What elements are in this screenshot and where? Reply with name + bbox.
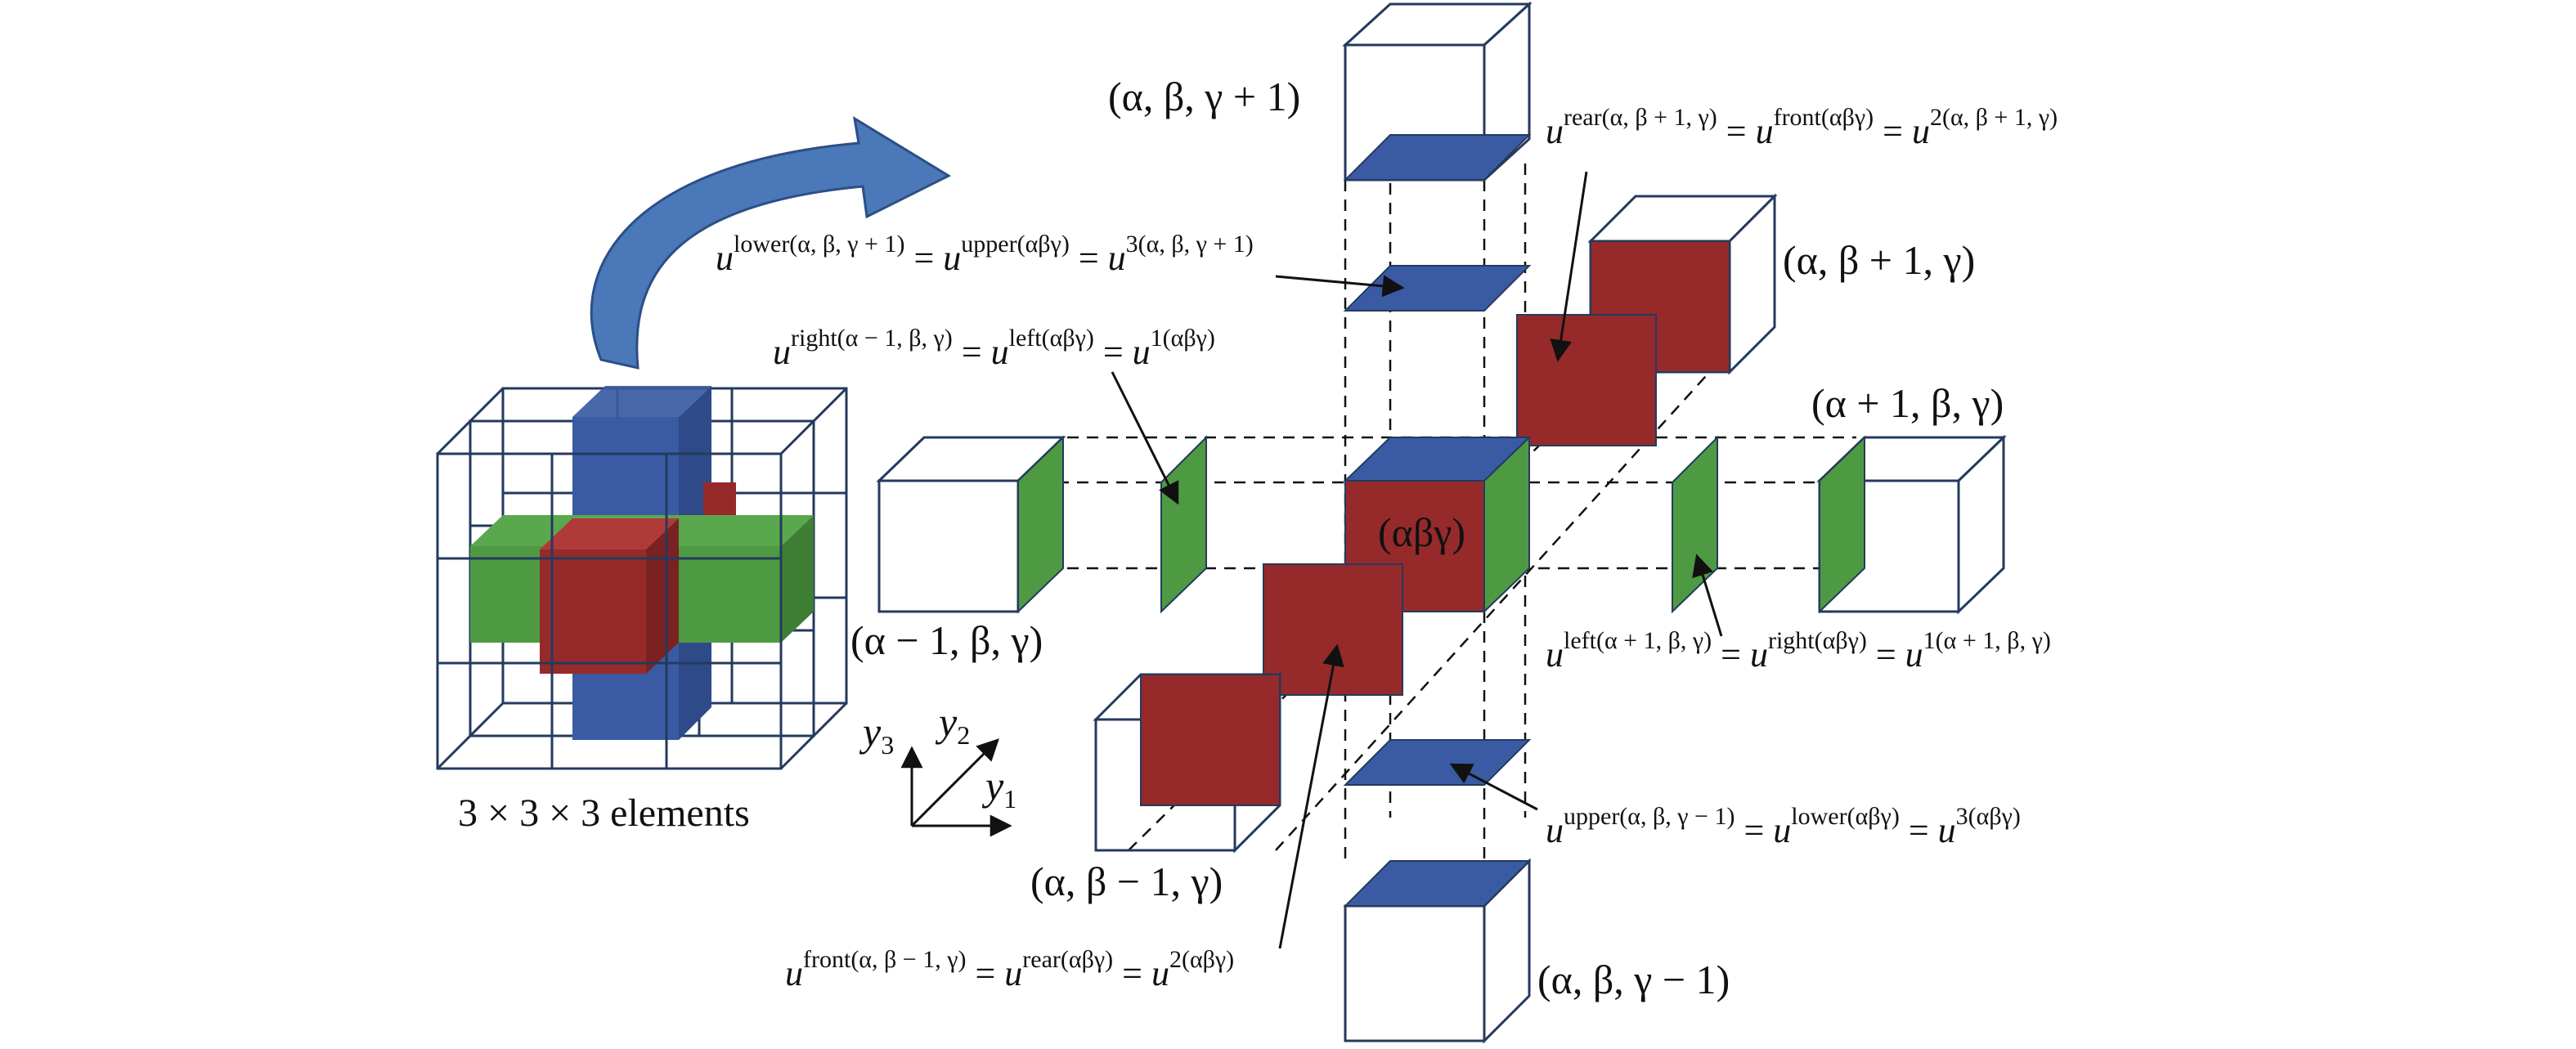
equation-front: ufront(α, β − 1, γ) = urear(αβγ) = u2(αβ…	[785, 946, 1234, 993]
label-front-element: (α, β − 1, γ)	[1030, 858, 1223, 904]
red-center-top	[540, 518, 679, 549]
label-right-element: (α + 1, β, γ)	[1811, 380, 2004, 426]
left-face-left-mid	[1160, 435, 1207, 614]
curved-arrow-icon	[590, 116, 952, 370]
equation-right: uleft(α + 1, β, γ) = uright(αβγ) = u1(α …	[1546, 627, 2051, 675]
lattice-front-grid	[436, 387, 848, 770]
lattice-caption: 3 × 3 × 3 elements	[458, 791, 750, 835]
pointer-arrows	[1111, 171, 1723, 949]
axis-y3-label: y3	[859, 709, 894, 760]
rear-face-front-mid	[1263, 563, 1403, 696]
left-face-right-mid	[1672, 435, 1718, 614]
lower-face-mid	[1343, 739, 1532, 786]
front-face-front	[1140, 674, 1281, 806]
lower-face-bottom	[1343, 860, 1532, 907]
label-bottom-element: (α, β, γ − 1)	[1537, 957, 1730, 1002]
axes-triad	[900, 738, 1012, 837]
front-face-rear-mid	[1516, 314, 1657, 446]
upper-face-mid	[1343, 265, 1532, 312]
upper-face-top	[1343, 134, 1532, 181]
label-left-element: (α − 1, β, γ)	[850, 617, 1043, 663]
center-label: (αβγ)	[1378, 509, 1465, 555]
equation-left: uright(α − 1, β, γ) = uleft(αβγ) = u1(αβ…	[773, 325, 1215, 372]
red-center-cube	[540, 549, 646, 674]
axis-y1-label: y1	[981, 763, 1016, 814]
label-top-element: (α, β, γ + 1)	[1108, 74, 1300, 119]
label-rear-element: (α, β + 1, γ)	[1783, 237, 1975, 283]
axis-y2-label: y2	[935, 699, 970, 750]
equation-upper: ulower(α, β, γ + 1) = uupper(αβγ) = u3(α…	[716, 231, 1254, 278]
lattice-colored-cross	[470, 386, 814, 740]
right-face-left	[1017, 435, 1064, 614]
equation-lower: uupper(α, β, γ − 1) = ulower(αβγ) = u3(α…	[1546, 803, 2021, 850]
element-left	[876, 436, 1066, 613]
green-beam-side	[781, 515, 814, 643]
element-bottom	[1344, 858, 1531, 1044]
red-rear-cube	[703, 482, 736, 515]
left-face-right	[1819, 435, 1865, 614]
center-side	[1483, 435, 1530, 614]
element-center	[1343, 435, 1532, 614]
equation-rear: urear(α, β + 1, γ) = ufront(αβγ) = u2(α,…	[1546, 104, 2058, 151]
blue-column-top	[572, 386, 711, 417]
